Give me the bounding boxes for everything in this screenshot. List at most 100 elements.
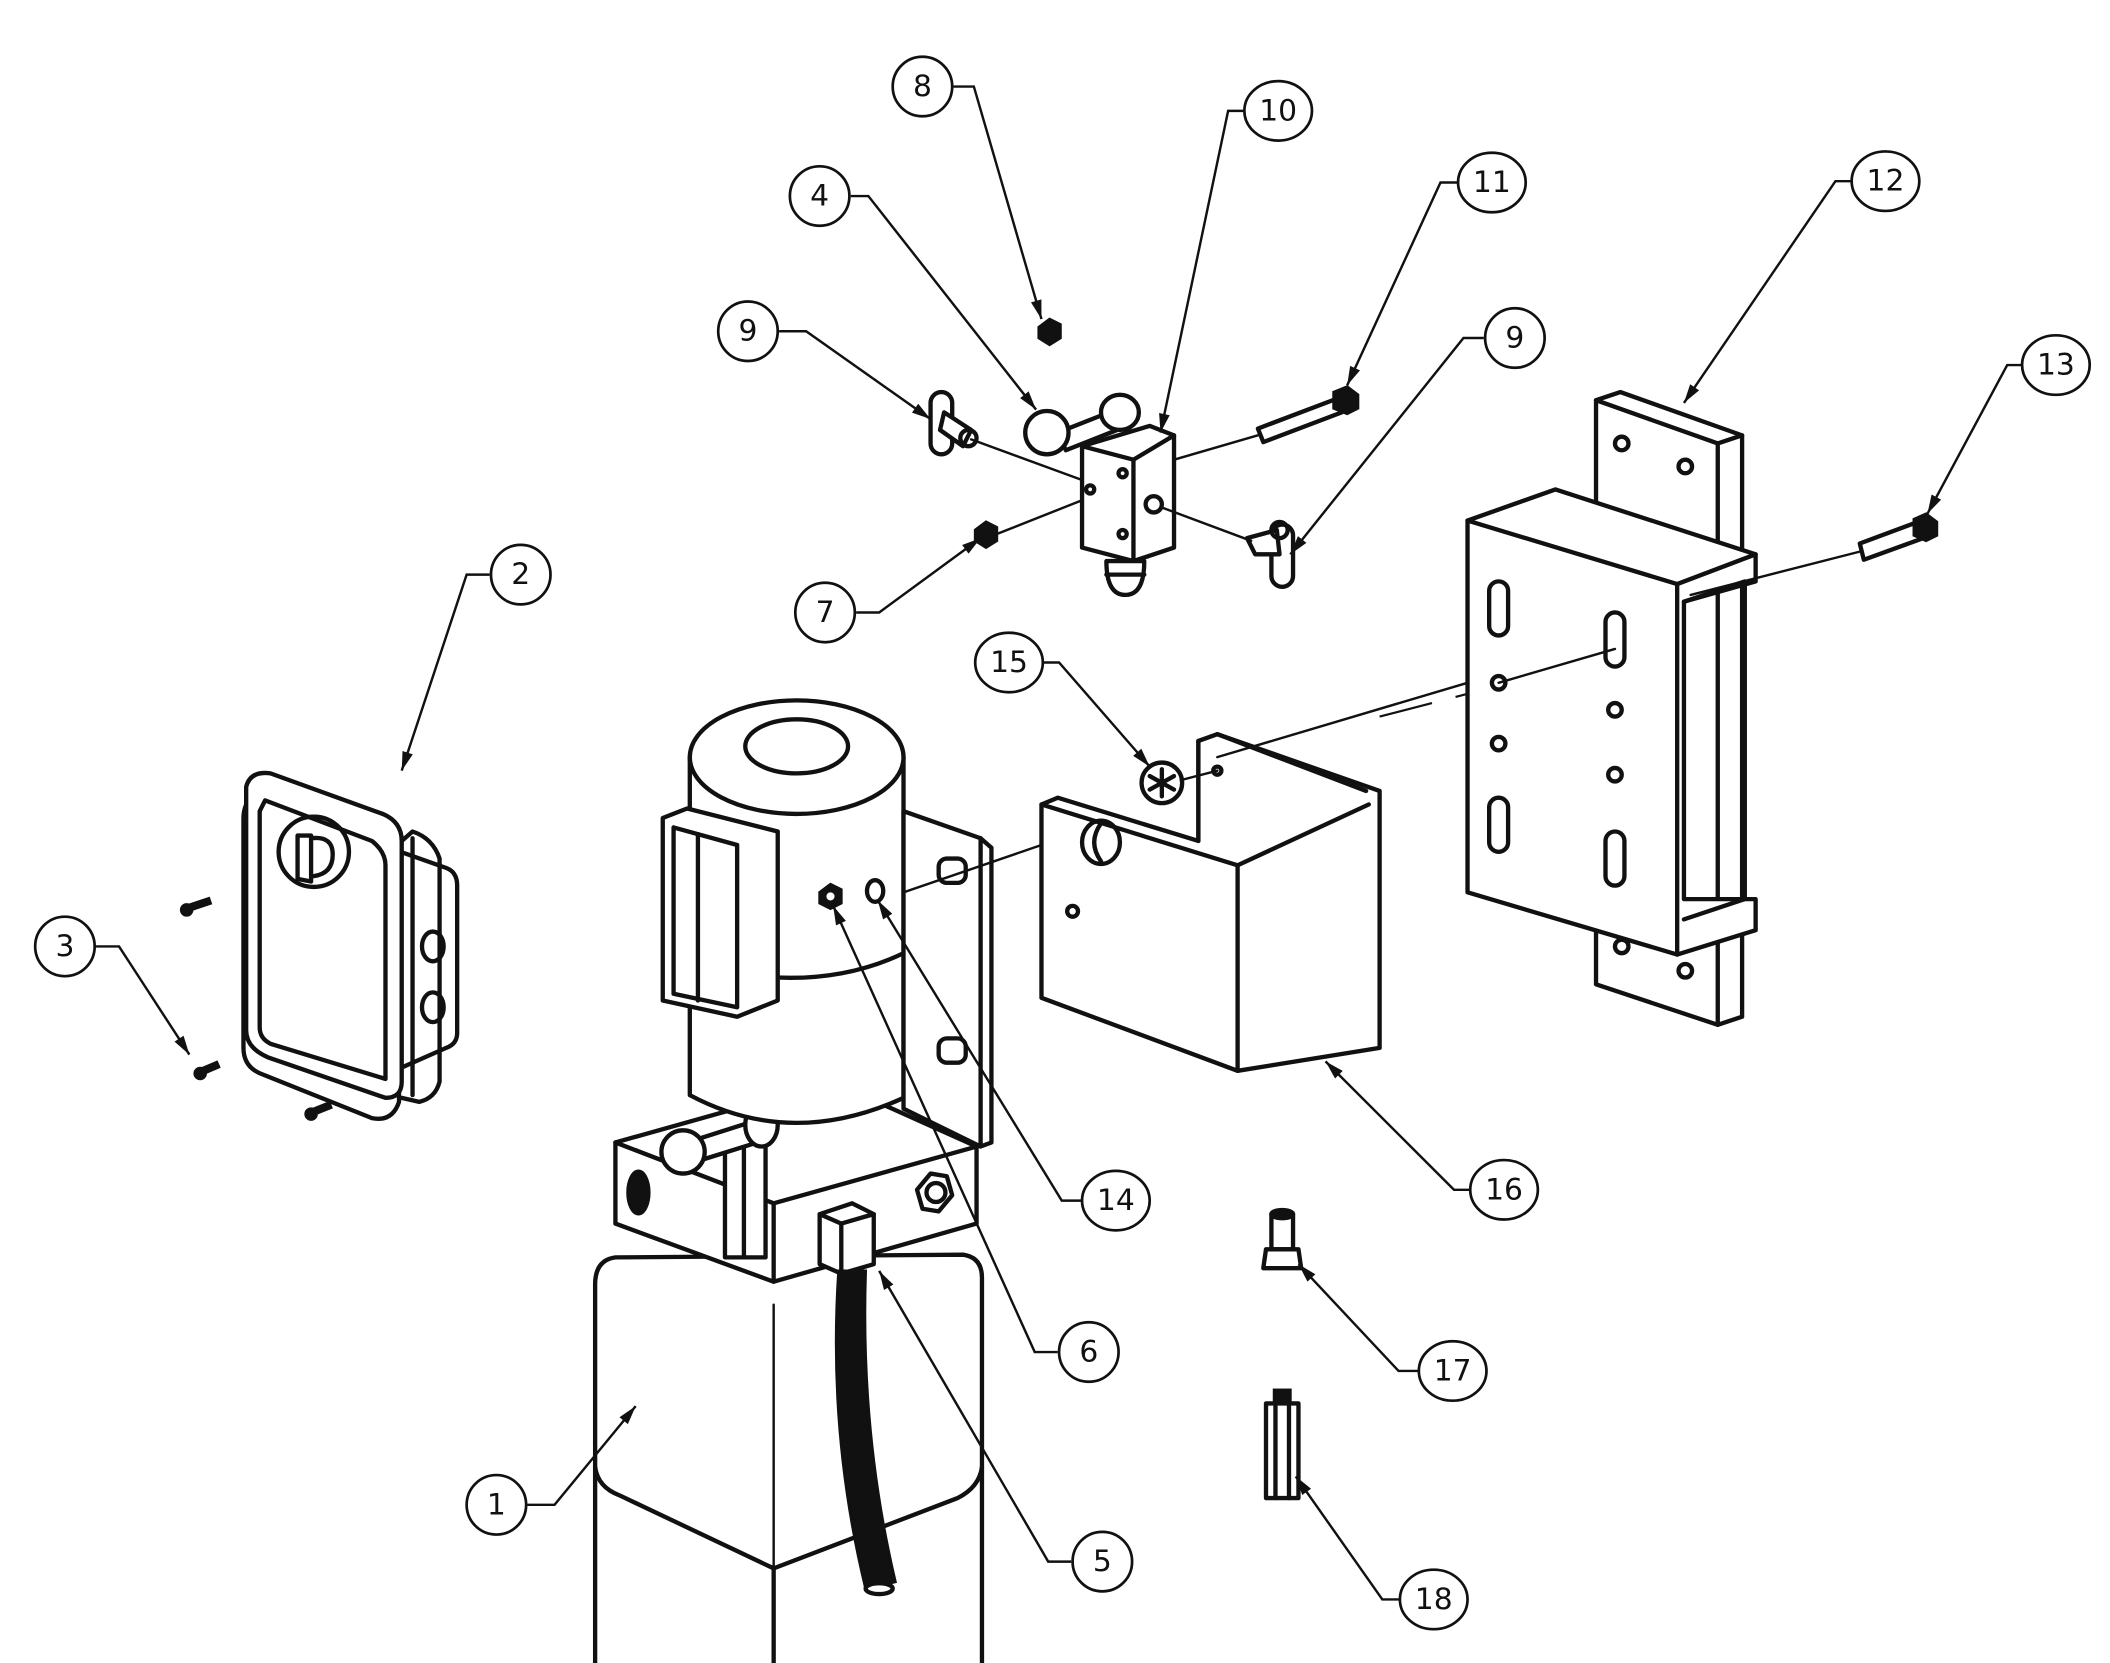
balloon-12: 12: [1682, 150, 1921, 404]
part-pump-base: [613, 1079, 979, 1284]
balloon-6: 6: [832, 905, 1120, 1384]
balloon-label: 8: [913, 69, 932, 104]
part-fitting-8: [1037, 317, 1062, 347]
leader-line: [1294, 1475, 1403, 1601]
leader-line: [856, 537, 982, 614]
part-bolt-13: [1857, 512, 1939, 562]
arrowhead: [911, 403, 931, 420]
balloon-circle: [1468, 1158, 1540, 1221]
arrowhead: [1133, 748, 1150, 767]
balloon-9a: 9: [716, 300, 932, 421]
balloon-3: 3: [33, 915, 191, 1056]
part-motor: [660, 698, 994, 1149]
balloon-circle: [716, 300, 780, 363]
balloon-label: 1: [487, 1487, 506, 1522]
leader-line: [1324, 1060, 1473, 1192]
balloon-label: 18: [1415, 1582, 1453, 1617]
balloon-label: 11: [1473, 165, 1511, 200]
balloon-circle: [1243, 79, 1314, 142]
arrowhead: [174, 1035, 190, 1055]
arrowhead: [1159, 413, 1170, 433]
leader-line: [878, 1270, 1072, 1563]
balloon-circle: [1398, 1568, 1469, 1631]
balloon-label: 4: [810, 179, 829, 214]
balloon-15: 15: [973, 631, 1151, 768]
balloon-13: 13: [1926, 333, 2092, 515]
leader-line: [400, 573, 490, 772]
arrowhead: [1683, 384, 1700, 403]
part-standoff-18: [1263, 1388, 1301, 1501]
balloon-16: 16: [1324, 1060, 1540, 1221]
balloon-label: 2: [511, 557, 530, 592]
balloon-circle: [1080, 1169, 1152, 1232]
balloon-label: 15: [990, 645, 1028, 680]
balloon-11: 11: [1346, 151, 1528, 386]
balloon-circle: [793, 581, 857, 644]
arrowhead: [1347, 365, 1360, 386]
balloon-circle: [1417, 1339, 1488, 1403]
leader-line: [1040, 661, 1151, 768]
balloon-label: 9: [738, 314, 757, 349]
leader-line: [779, 330, 932, 421]
part-screws: [179, 896, 333, 1121]
balloon-label: 14: [1097, 1183, 1135, 1218]
part-hose: [834, 1269, 898, 1591]
leader-line: [1297, 1263, 1422, 1373]
balloon-14: 14: [876, 899, 1152, 1232]
balloon-circle: [465, 1473, 528, 1536]
part-bolt-11: [1255, 385, 1360, 445]
arrowhead: [1927, 494, 1942, 514]
leader-line: [1159, 109, 1248, 433]
balloon-circle: [489, 543, 552, 606]
arrowhead: [1290, 536, 1307, 555]
arrowhead: [1020, 391, 1037, 410]
arrowhead: [879, 1270, 894, 1290]
balloon-label: 3: [55, 929, 74, 964]
leader-line: [832, 905, 1058, 1354]
balloon-9b: 9: [1289, 306, 1546, 556]
leader-line: [1289, 336, 1484, 556]
arrowhead: [619, 1406, 636, 1425]
leader-line: [876, 899, 1085, 1202]
leader-line: [1926, 363, 2025, 515]
part-valve-block: [1023, 392, 1177, 598]
hose-end: [863, 1581, 895, 1597]
leader-line: [1346, 181, 1461, 386]
leader-line: [953, 85, 1043, 320]
balloon-18: 18: [1294, 1475, 1469, 1631]
leader-line: [527, 1405, 637, 1507]
balloon-circle: [1057, 1320, 1120, 1384]
arrowhead: [1295, 1476, 1312, 1496]
leader-line: [1682, 179, 1855, 404]
balloon-label: 13: [2037, 348, 2075, 383]
part-clip-9-left: [928, 389, 979, 457]
balloon-label: 16: [1485, 1172, 1523, 1207]
part-fitting-17: [1261, 1207, 1304, 1271]
arrowhead: [962, 538, 981, 554]
arrowhead: [1030, 299, 1042, 320]
arrowhead: [401, 750, 413, 771]
balloon-label: 9: [1505, 321, 1524, 356]
balloon-label: 12: [1867, 164, 1905, 199]
arrowhead: [877, 900, 893, 920]
balloon-circle: [33, 915, 97, 978]
balloon-10: 10: [1159, 79, 1314, 433]
part-cover-bracket: [1039, 731, 1382, 1073]
arrowhead: [833, 905, 846, 926]
part-electrical-box: [241, 770, 460, 1121]
balloon-1: 1: [465, 1405, 637, 1536]
arrowhead: [1325, 1061, 1343, 1079]
balloon-circle: [2020, 333, 2092, 397]
balloon-label: 5: [1093, 1544, 1112, 1579]
part-mounting-bracket: [1465, 389, 1758, 1028]
balloon-label: 7: [816, 595, 835, 630]
balloon-4: 4: [788, 164, 1038, 411]
balloon-circle: [1071, 1530, 1134, 1593]
arrowhead: [1298, 1264, 1316, 1282]
balloon-label: 17: [1434, 1353, 1472, 1388]
balloon-circle: [973, 631, 1045, 694]
balloon-circle: [788, 164, 851, 228]
balloon-2: 2: [400, 543, 552, 772]
